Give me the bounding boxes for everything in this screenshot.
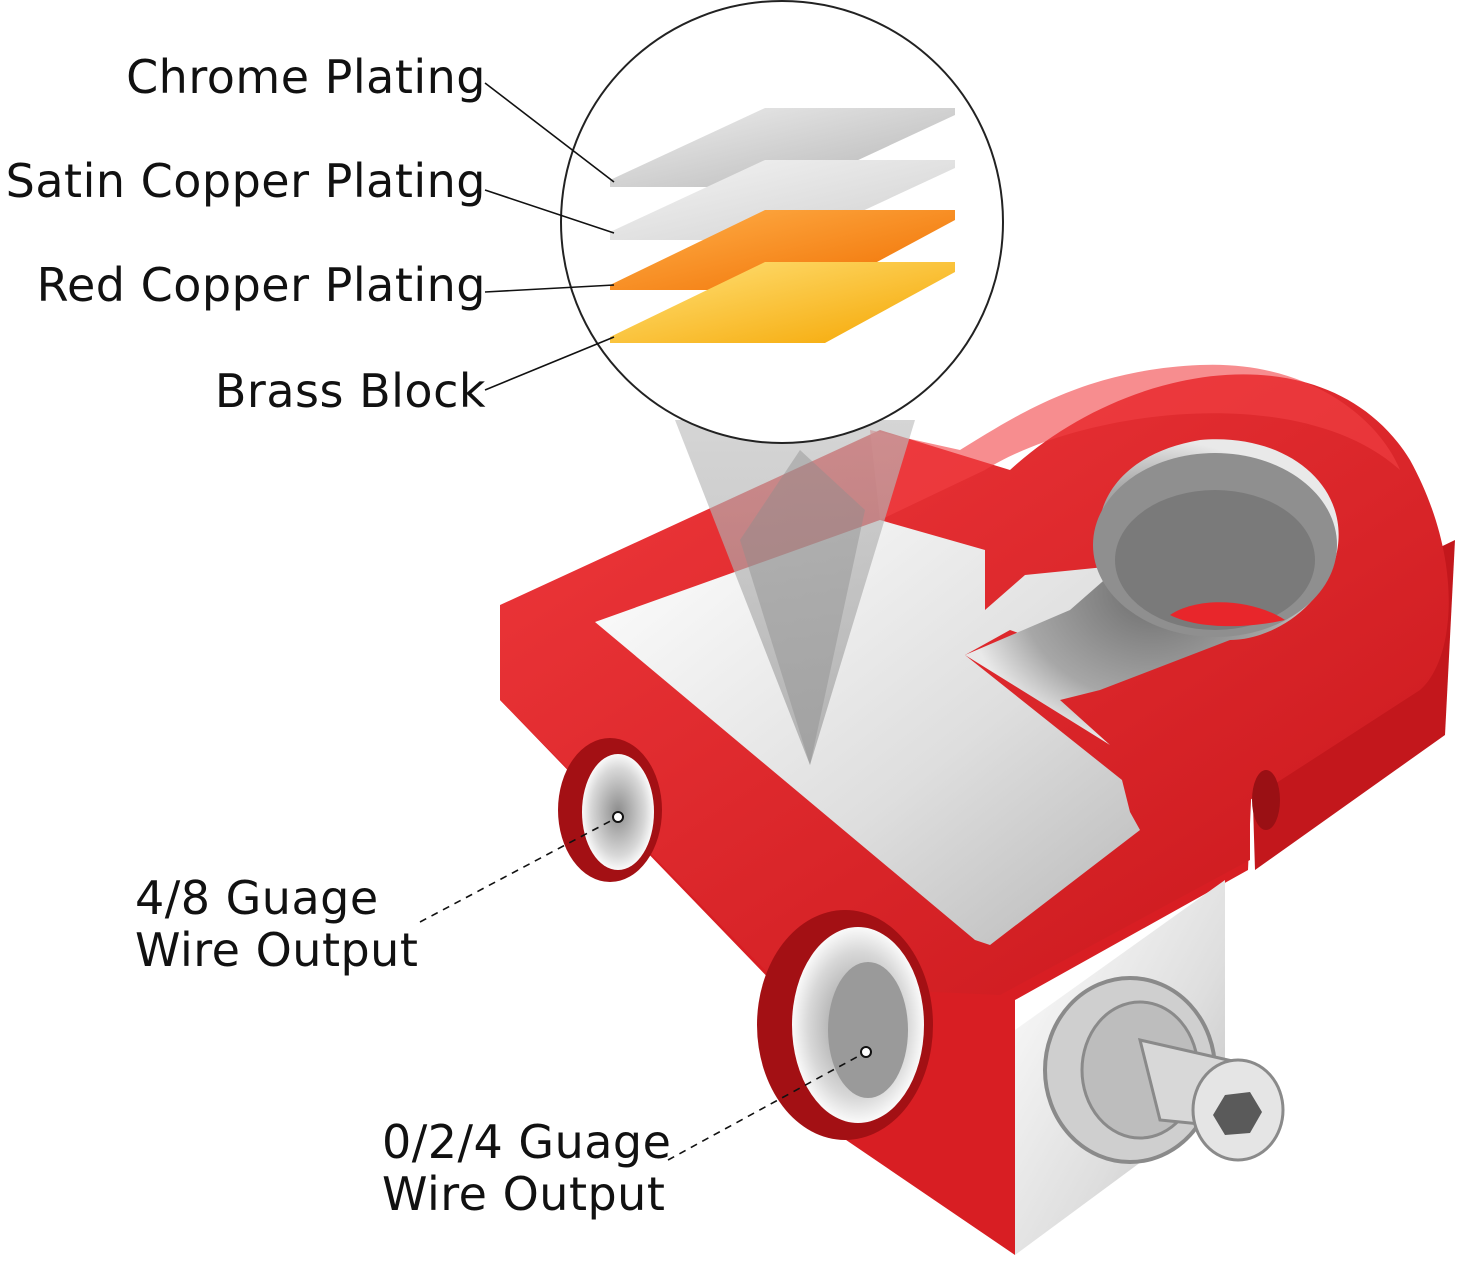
label-large-wire-output: 0/2/4 Guage Wire Output	[382, 1115, 672, 1221]
marker-small-output	[612, 811, 624, 823]
leader-small-output	[419, 816, 619, 923]
label-satin-copper-plating: Satin Copper Plating	[5, 154, 486, 208]
label-brass-block: Brass Block	[214, 364, 486, 418]
metal-top-plate	[595, 520, 1140, 945]
label-chrome-plating: Chrome Plating	[126, 50, 486, 104]
marker-large-output	[860, 1046, 872, 1058]
label-red-copper-plating: Red Copper Plating	[36, 258, 486, 312]
label-small-wire-output-line1: 4/8 Guage	[135, 871, 379, 925]
side-vent-hole	[1252, 770, 1280, 830]
red-copper-layer	[610, 210, 955, 290]
leader-large-output	[667, 1051, 867, 1161]
magnifier-circle	[560, 0, 1004, 444]
satin-copper-layer	[610, 160, 955, 240]
post-bore-inner	[1115, 490, 1315, 630]
label-small-wire-output-line2: Wire Output	[135, 922, 419, 977]
label-large-wire-output-line1: 0/2/4 Guage	[382, 1115, 672, 1169]
leader-chrome	[484, 82, 615, 183]
post-bore-red-glimpse	[1170, 602, 1285, 627]
magnifier-beam	[675, 420, 915, 765]
label-large-wire-output-line2: Wire Output	[382, 1166, 666, 1221]
leader-satin	[484, 189, 615, 234]
chrome-layer	[610, 108, 955, 187]
housing-inner-lip	[870, 364, 1400, 520]
brass-layer	[610, 262, 955, 343]
leader-brass	[484, 336, 615, 391]
large-wire-port-hollow	[828, 962, 908, 1098]
leader-lines	[419, 82, 867, 1161]
label-small-wire-output: 4/8 Guage Wire Output	[135, 871, 419, 977]
hex-socket-icon	[1213, 1092, 1262, 1135]
leader-red-copper	[484, 284, 615, 293]
